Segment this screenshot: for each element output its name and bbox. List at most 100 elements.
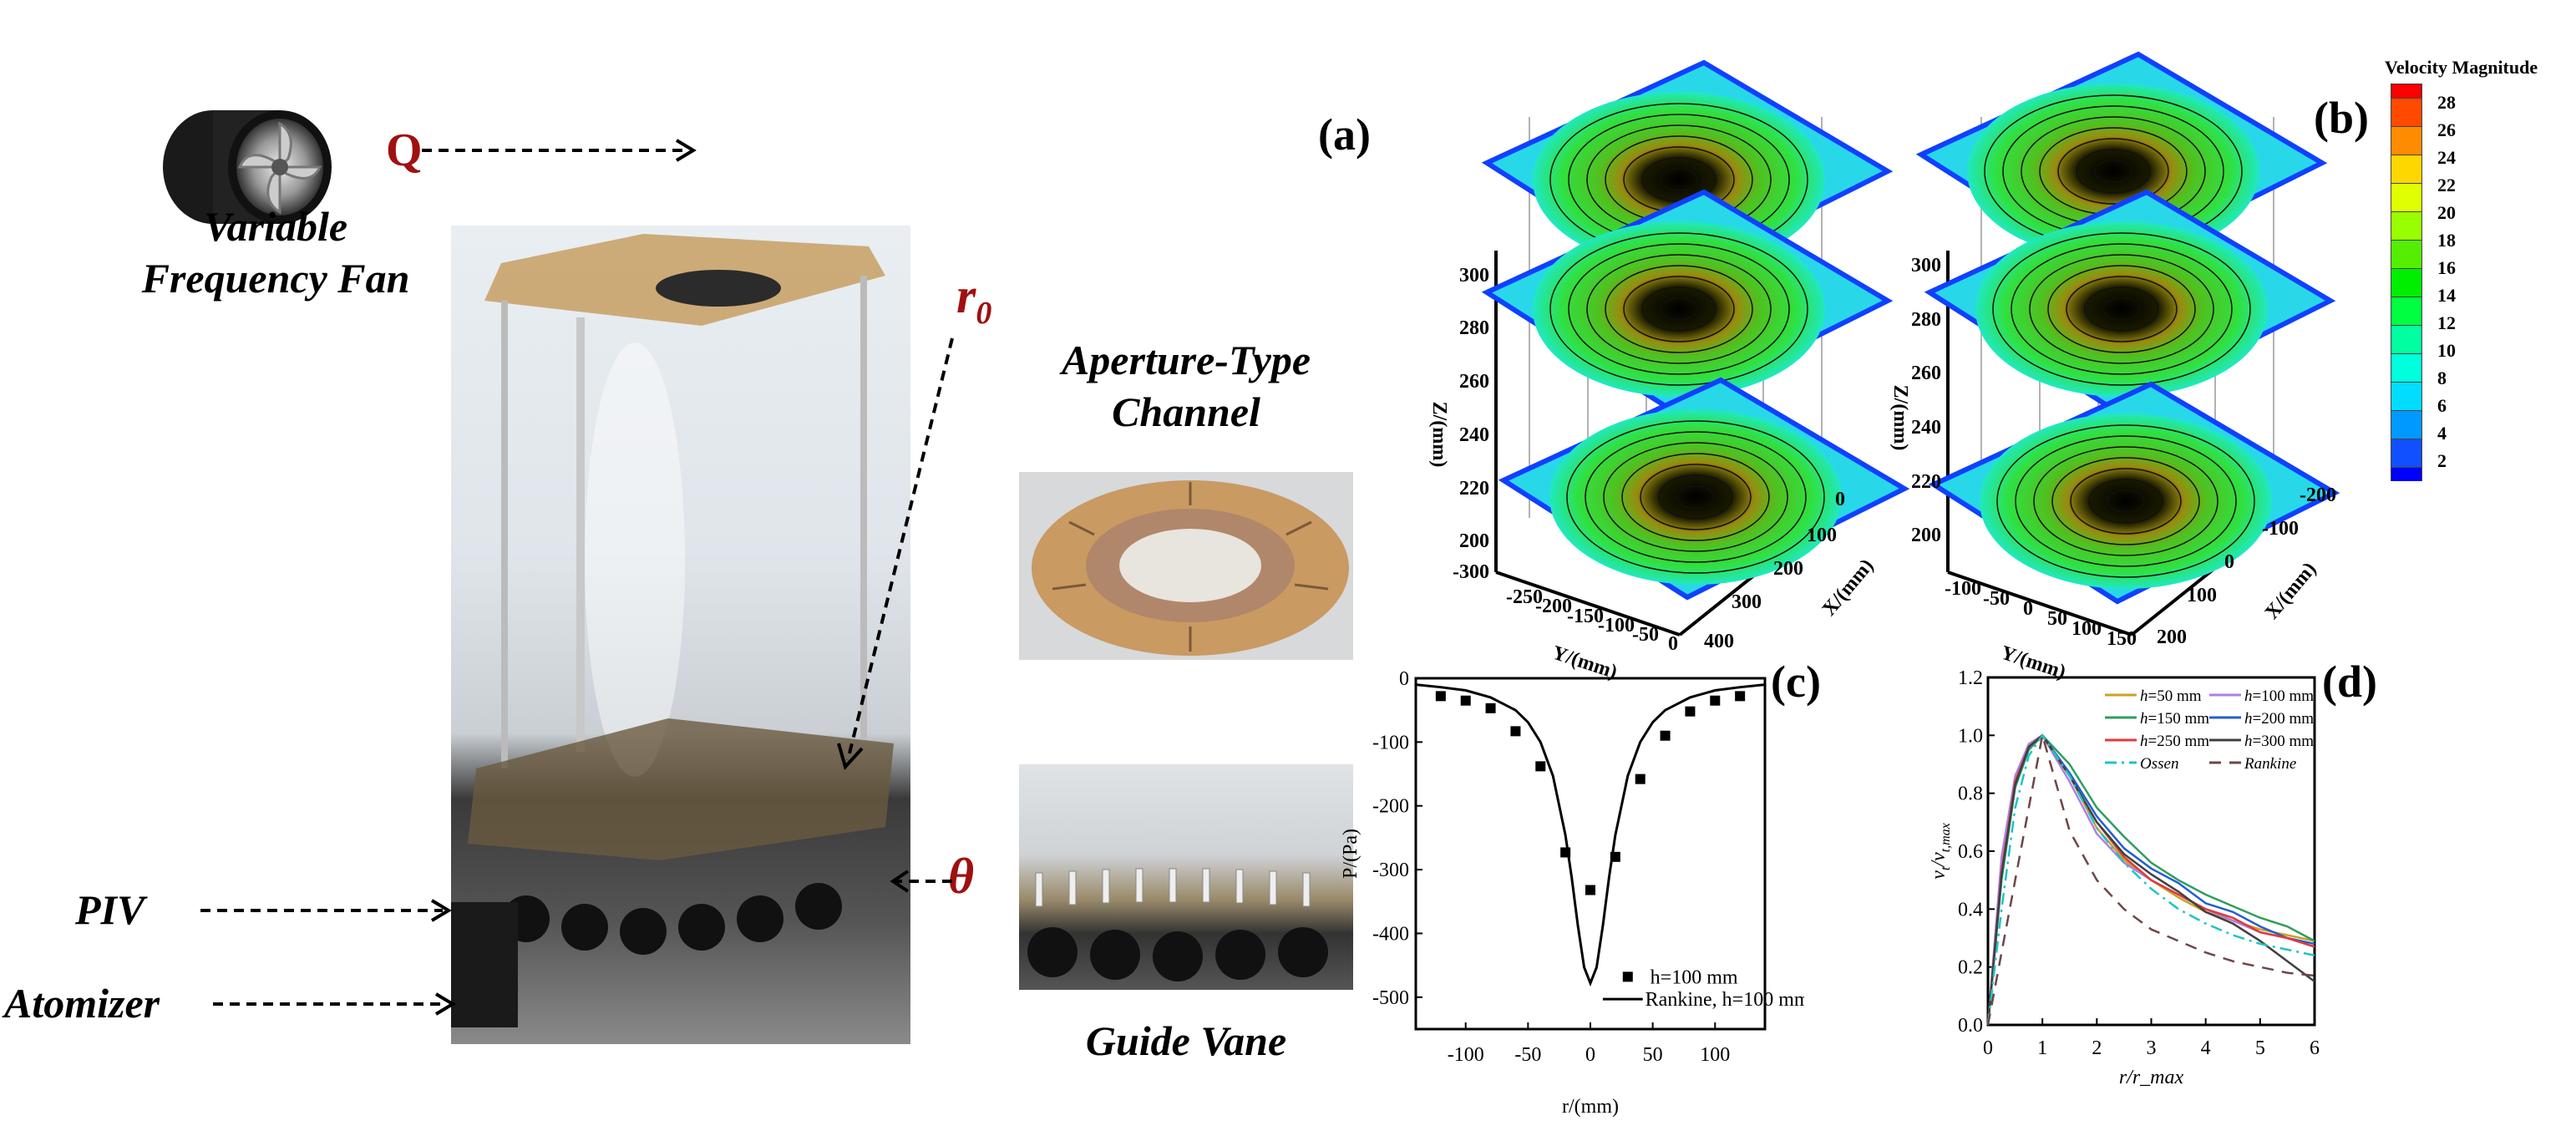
colorbar bbox=[2391, 84, 2422, 481]
x-tick-label: 200 bbox=[1773, 558, 1803, 580]
y-tick-label: 100 bbox=[2071, 618, 2102, 640]
fan-caption: Variable Frequency Fan bbox=[134, 200, 418, 304]
y-axis-title: vt/vt,max bbox=[1928, 823, 1953, 880]
legend-label: Rankine bbox=[2244, 755, 2296, 773]
z-tick-label: 300 bbox=[1459, 265, 1489, 287]
z-tick-label: 260 bbox=[1911, 363, 1941, 384]
colorbar-level-label: 18 bbox=[2437, 230, 2456, 251]
y-tick-label: -100 bbox=[1945, 578, 1981, 600]
data-point bbox=[1585, 885, 1595, 895]
x-tick-label: 0 bbox=[1585, 1044, 1595, 1066]
y-axis-line bbox=[1495, 571, 1681, 637]
z-axis-title: Z/(mm) bbox=[1889, 385, 1911, 451]
colorbar-level-label: 26 bbox=[2437, 119, 2456, 140]
streamline bbox=[2094, 160, 2132, 183]
x-tick-label: -100 bbox=[2262, 518, 2299, 540]
vortex-contour bbox=[1533, 221, 1825, 397]
z-tick-label: 240 bbox=[1459, 424, 1489, 446]
rankine-curve bbox=[1415, 683, 1766, 987]
y-tick-label: 1.0 bbox=[1958, 725, 1983, 747]
z-tick-label: -300 bbox=[1453, 561, 1489, 583]
z-tick-label: 200 bbox=[1459, 530, 1489, 552]
colorbar-swatch bbox=[2391, 183, 2422, 211]
z-tick-label: 220 bbox=[1911, 471, 1941, 493]
streamline bbox=[1996, 424, 2255, 578]
series-line bbox=[1986, 733, 2315, 1026]
legend-label-italic: Ossen bbox=[2140, 755, 2178, 773]
q-arrow bbox=[422, 139, 697, 162]
theta-arrow bbox=[890, 870, 952, 893]
vortex-contour bbox=[1980, 413, 2272, 589]
data-point bbox=[1560, 847, 1571, 858]
vortex-contour bbox=[1549, 409, 1842, 585]
data-point bbox=[1485, 702, 1496, 713]
legend-label-italic: h bbox=[2140, 687, 2148, 705]
y-axis-title-sub2: t,max bbox=[1939, 823, 1953, 852]
y-tick-label: -150 bbox=[1567, 606, 1604, 627]
colorbar-swatch bbox=[2391, 439, 2422, 467]
streamline bbox=[1660, 297, 1698, 321]
colorbar-level-label: 10 bbox=[2437, 340, 2456, 361]
legend-label: Ossen bbox=[2140, 755, 2178, 773]
x-tick-label: 5 bbox=[2255, 1037, 2265, 1059]
r0-arrow bbox=[837, 337, 954, 771]
legend-label-italic: h bbox=[2244, 733, 2253, 750]
streamline bbox=[1660, 168, 1698, 191]
aperture-caption: Aperture-Type Channel bbox=[1002, 334, 1370, 438]
y-tick-label: 0 bbox=[2023, 598, 2033, 620]
legend-label-rest: =250 mm bbox=[2148, 733, 2210, 750]
streamline bbox=[2033, 446, 2219, 556]
data-point bbox=[1435, 691, 1446, 702]
z-tick-label: 280 bbox=[1459, 317, 1489, 339]
z-tick-label: 240 bbox=[1911, 417, 1941, 439]
colorbar-swatch bbox=[2391, 297, 2422, 325]
vortex-contour bbox=[1975, 221, 2268, 397]
data-point bbox=[1610, 851, 1620, 862]
legend-label-italic: h bbox=[2140, 733, 2148, 750]
streamline bbox=[1992, 232, 2251, 386]
legend-label: h=250 mm bbox=[2140, 733, 2209, 750]
streamline bbox=[2076, 149, 2151, 194]
y-tick-label: 0 bbox=[1399, 668, 1409, 690]
colorbar-level-label: 6 bbox=[2437, 395, 2447, 416]
colorbar-swatch bbox=[2391, 382, 2422, 410]
y-tick-label: 1.2 bbox=[1958, 667, 1983, 689]
data-point bbox=[1710, 695, 1721, 706]
x-tick-label: 1 bbox=[2037, 1037, 2047, 1059]
data-point bbox=[1535, 761, 1546, 772]
fan-icon bbox=[163, 110, 332, 224]
data-point bbox=[1685, 706, 1696, 717]
data-point bbox=[1735, 691, 1746, 702]
legend-label-italic: h bbox=[2244, 710, 2253, 728]
r0-subscript: 0 bbox=[976, 296, 992, 331]
series-line bbox=[1986, 733, 2315, 1026]
data-point bbox=[1460, 695, 1471, 706]
velocity-3d-plots: 300280260240220200-300-250-200-150-100-5… bbox=[1428, 51, 2340, 683]
streamline bbox=[1585, 431, 1807, 563]
x-tick-label: 6 bbox=[2310, 1037, 2320, 1059]
colorbar-swatch bbox=[2391, 410, 2422, 439]
colorbar-level-label: 24 bbox=[2437, 147, 2456, 168]
streamline bbox=[1621, 453, 1770, 541]
legend-label: h=100 mm bbox=[2244, 687, 2314, 705]
colorbar-level-label: 14 bbox=[2437, 285, 2456, 306]
atomizer-label: Atomizer bbox=[4, 980, 160, 1027]
legend-label-rest: =100 mm bbox=[2253, 687, 2315, 705]
y-tick-label: 150 bbox=[2107, 628, 2137, 650]
colorbar-swatch bbox=[2391, 98, 2422, 126]
legend-label-italic: Rankine bbox=[2244, 755, 2296, 773]
colorbar-swatch bbox=[2391, 155, 2422, 183]
x-tick-label: -50 bbox=[1514, 1044, 1541, 1066]
y-tick-label: -50 bbox=[1632, 624, 1659, 646]
atomizer-arrow bbox=[213, 992, 456, 1016]
panel-label-a: (a) bbox=[1318, 109, 1371, 160]
y-axis-title-sub: t bbox=[1939, 866, 1953, 870]
panel-label-c: (c) bbox=[1771, 657, 1821, 707]
y-tick-label: -250 bbox=[1506, 586, 1543, 608]
colorbar-swatch bbox=[2391, 126, 2422, 155]
streamline bbox=[2015, 435, 2237, 567]
streamline bbox=[2047, 265, 2196, 353]
x-tick-label: 200 bbox=[2157, 626, 2187, 648]
legend-label: h=200 mm bbox=[2244, 710, 2314, 728]
